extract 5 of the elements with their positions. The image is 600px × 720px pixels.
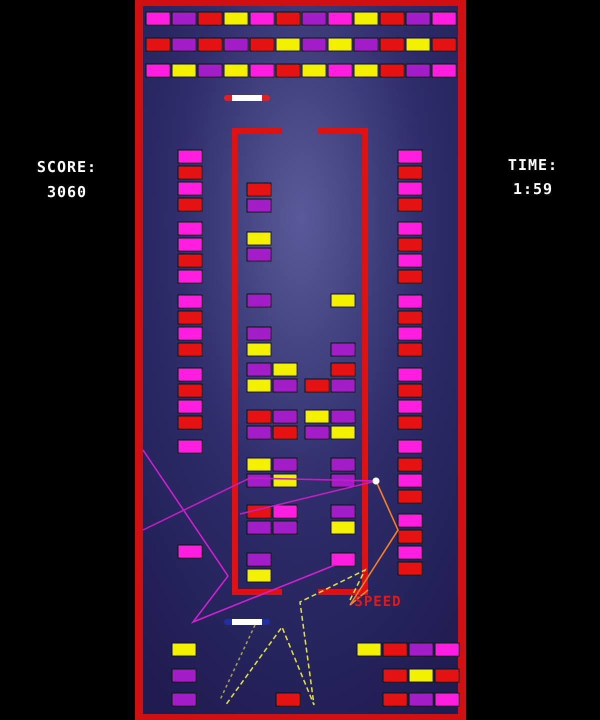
- time-label: TIME:: [508, 156, 558, 174]
- time-value: 1:59: [512, 180, 554, 198]
- speed-label: SPEED: [354, 594, 402, 610]
- score-label: SCORE:: [36, 158, 98, 176]
- score-value: 3060: [46, 183, 88, 201]
